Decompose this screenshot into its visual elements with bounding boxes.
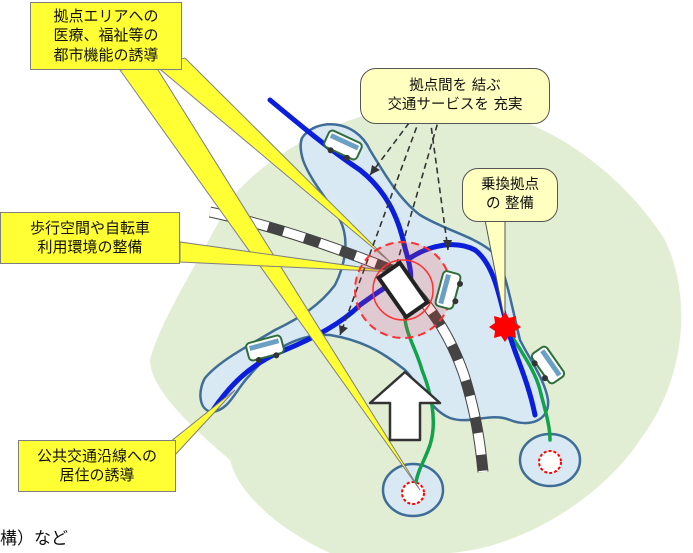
satellite-hub-right (538, 450, 562, 474)
callout-urban-functions: 拠点エリアへの 医療、福祉等の 都市機能の誘導 (30, 2, 182, 70)
callout-residence: 公共交通沿線への 居住の誘導 (18, 440, 176, 492)
bus-icon (245, 334, 285, 363)
station-icon (375, 260, 431, 320)
callout-pointer-walk (179, 241, 396, 273)
transport-service-arrows (339, 114, 449, 336)
green-feeder-line-right (506, 328, 552, 442)
bus-icon (434, 270, 463, 310)
satellite-hub-left (401, 481, 425, 505)
footer-text: 構）など (0, 529, 68, 549)
transfer-star-icon (489, 312, 521, 342)
transport-service-arrowheads (339, 165, 452, 335)
callout-transfer-hub: 乗換拠点 の 整備 (462, 168, 558, 222)
central-district (199, 123, 550, 425)
callout-walking-cycling: 歩行空間や自転車 利用環境の整備 (0, 212, 180, 264)
bus-route-north (267, 97, 414, 288)
arrow-icon (368, 370, 442, 442)
central-hub-inner-ring (372, 259, 434, 321)
bus-route-east (407, 242, 538, 418)
bus-icon (323, 129, 363, 161)
bus-icon (530, 345, 566, 385)
callout-transport-service: 拠点間を 結ぶ 交通サービスを 充実 (360, 68, 550, 124)
